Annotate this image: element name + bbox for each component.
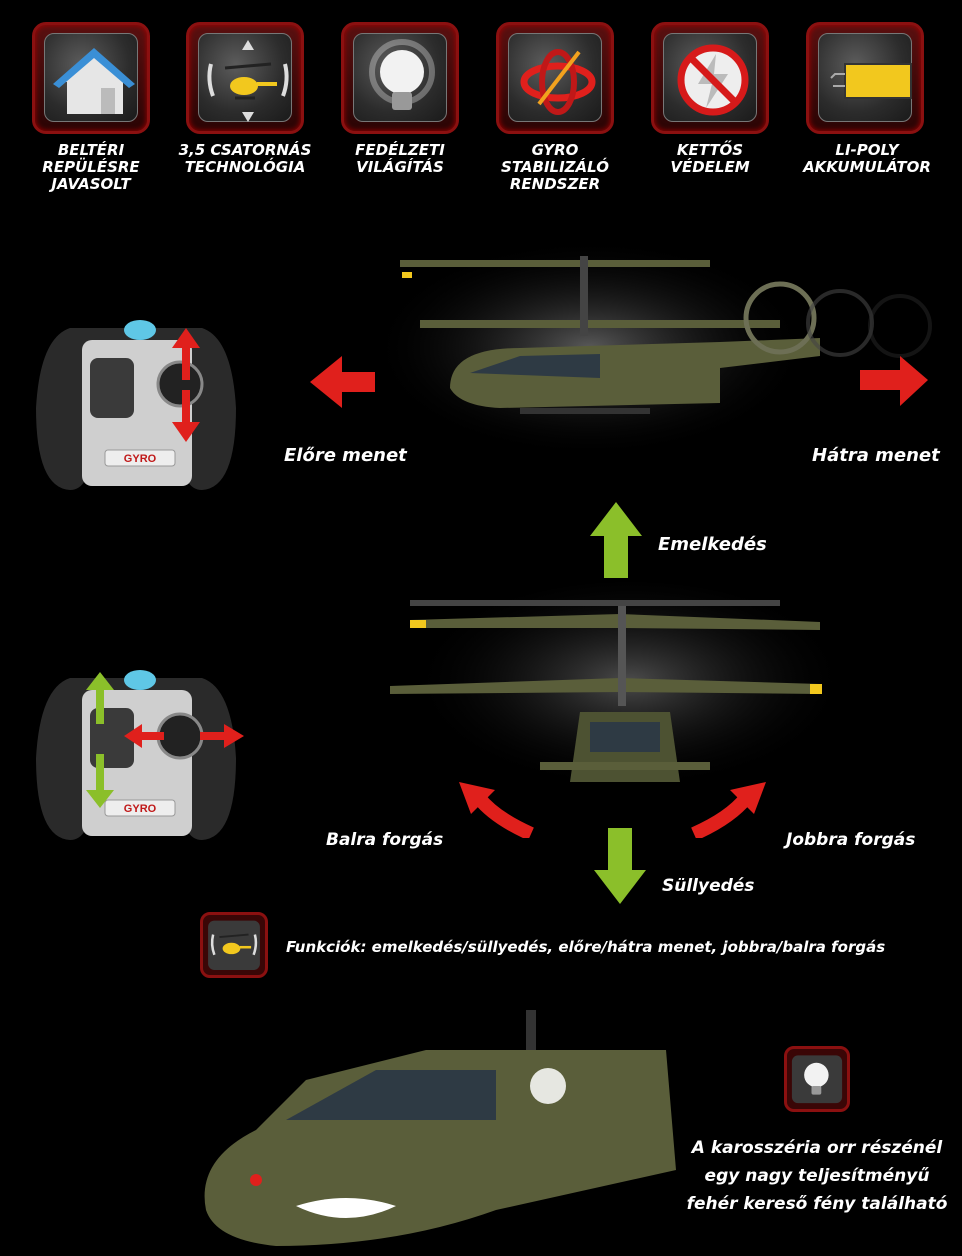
light-bulb-icon [791,1055,843,1104]
house-icon [53,48,135,114]
light-note: A karosszéria orr részénél egy nagy telj… [676,1134,958,1218]
feature-label-lighting: Fedélzeti világítás [355,141,445,176]
rotate-right-arrow [691,782,766,838]
rise-arrow [590,502,642,578]
caption-rotate-right: Jobbra forgás [786,830,916,850]
helicopter-nose-closeup [204,1010,677,1246]
descend-arrow [594,828,646,904]
light-note-line-1: A karosszéria orr részénél [691,1138,943,1158]
feature-label-indoor: Beltéri repülésre javasolt [42,141,140,193]
feature-icon-lighting [341,22,459,134]
light-icon-frame [784,1046,850,1112]
helicopter-front-view [390,582,850,802]
feature-icon-indoor [32,22,150,134]
light-note-line-3: fehér kereső fény található [686,1194,948,1214]
functions-text: Funkciók: emelkedés/süllyedés, előre/hát… [286,938,886,956]
helicopter-arrows-icon [207,40,289,122]
remote-controller-rise-rotate: GYRO [36,670,244,840]
caption-rise: Emelkedés [658,534,767,555]
feature-icon-channels [186,22,304,134]
remote-brand-label: GYRO [124,453,157,465]
feature-icon-battery [806,22,924,134]
no-lightning-icon [677,44,749,116]
gyro-icon [520,49,596,115]
battery-icon [830,63,912,99]
caption-forward: Előre menet [284,445,407,466]
feature-label-protection: Kettős védelem [670,141,750,176]
caption-backward: Hátra menet [812,445,940,466]
feature-icon-gyro [496,22,614,134]
functions-icon-frame [200,912,268,978]
rotate-left-arrow [459,782,534,838]
caption-descend: Süllyedés [662,876,755,896]
feature-label-gyro: Gyro stabilizáló rendszer [501,141,609,193]
light-bulb-icon [369,39,435,110]
feature-icon-protection [651,22,769,134]
helicopter-arrows-icon [208,920,260,970]
caption-rotate-left: Balra forgás [326,830,444,850]
helicopter-side-view [310,238,932,448]
feature-label-channels: 3,5 csatornás technológia [178,141,312,176]
remote-controller-forward-back: GYRO [36,320,236,490]
remote-brand-label-2: GYRO [124,803,157,815]
feature-label-battery: Li-Poly akkumulátor [803,141,931,176]
light-note-line-2: egy nagy teljesítményű [704,1166,930,1186]
